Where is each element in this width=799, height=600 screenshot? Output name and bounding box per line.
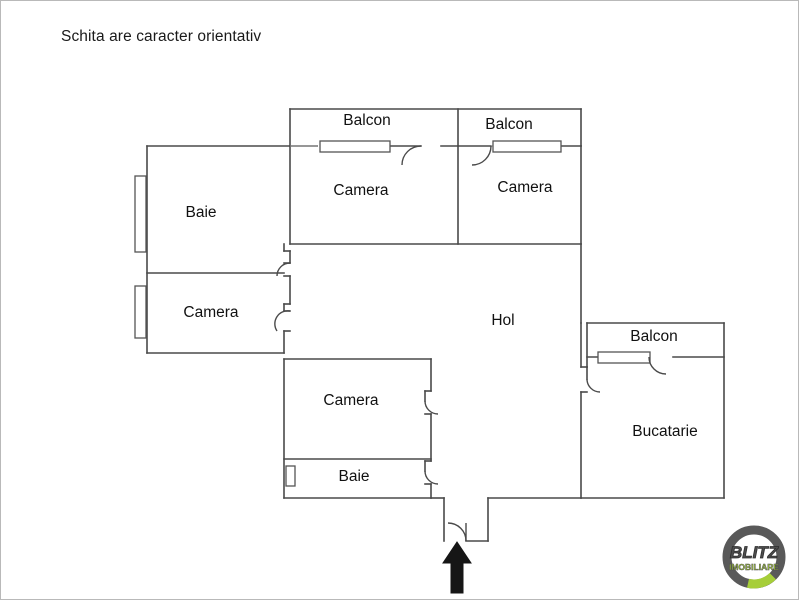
logo-wordmark: BLITZ IMOBILIARE <box>729 543 780 573</box>
logo-subtitle-text: IMOBILIARE <box>729 562 779 572</box>
windows-group <box>134 140 651 487</box>
room-label-hol: Hol <box>491 312 514 329</box>
page-title: Schita are caracter orientativ <box>61 28 262 45</box>
window-balcon-right <box>597 351 651 364</box>
door-entrance <box>447 522 467 542</box>
door-balcon-top-mid <box>401 145 422 166</box>
room-label-baie-bottom: Baie <box>338 468 369 485</box>
room-label-balcon-top-right: Balcon <box>485 116 532 133</box>
room-label-baie-top-left: Baie <box>185 204 216 221</box>
door-camera-mid-to-hol <box>274 310 291 332</box>
logo-brand-text: BLITZ <box>730 543 779 562</box>
room-labels-group: Baie Camera Camera Balcon Balcon Camera … <box>183 112 697 485</box>
window-camera-mid-left <box>134 285 147 339</box>
window-balcon-top-mid <box>319 140 391 153</box>
room-label-bucatarie: Bucatarie <box>632 423 697 440</box>
window-baie-bottom-left <box>285 465 296 487</box>
main-entrance-arrow <box>442 541 472 594</box>
room-label-camera-mid-left: Camera <box>183 304 239 321</box>
door-camera-top-to-hol <box>276 262 291 277</box>
room-label-balcon-right: Balcon <box>630 328 677 345</box>
door-balcon-top-right <box>471 145 492 166</box>
door-camera-bottom-to-hol <box>424 400 439 415</box>
logo-ring-green-arc <box>747 572 776 589</box>
logo-ring <box>722 525 786 589</box>
doors-group <box>274 145 667 542</box>
door-hol-to-bucatarie <box>586 378 601 393</box>
room-label-camera-top-middle: Camera <box>333 182 389 199</box>
room-label-camera-top-right: Camera <box>497 179 553 196</box>
room-label-balcon-top-middle: Balcon <box>343 112 390 129</box>
walls-group <box>146 108 725 542</box>
window-balcon-top-right <box>492 140 562 153</box>
window-baie-left <box>134 175 147 253</box>
door-bucatarie-to-balcon <box>648 356 667 375</box>
blitz-imobiliare-logo: BLITZ IMOBILIARE <box>722 525 786 589</box>
door-baie-bottom-to-hol <box>424 470 439 485</box>
room-label-camera-bottom: Camera <box>323 392 379 409</box>
